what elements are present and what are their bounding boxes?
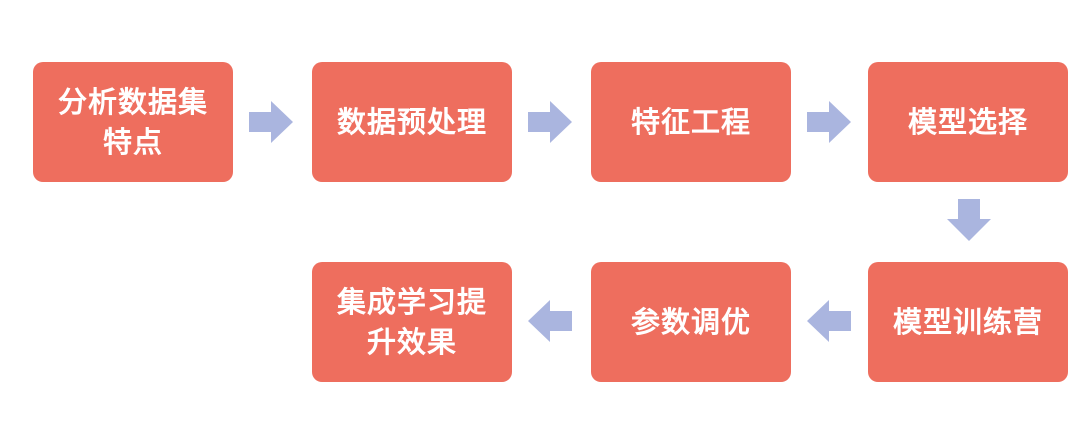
arrow-right-icon	[528, 101, 572, 143]
step-feature-engineering: 特征工程	[591, 62, 791, 182]
step-label: 模型训练营	[892, 305, 1043, 339]
step-label: 集成学习提 升效果	[336, 285, 487, 359]
arrow-left-icon	[528, 300, 572, 342]
step-model-training: 模型训练营	[868, 262, 1068, 382]
step-ensemble-learning: 集成学习提 升效果	[312, 262, 512, 382]
step-analyze-dataset: 分析数据集 特点	[33, 62, 233, 182]
step-label: 特征工程	[630, 105, 751, 139]
step-model-selection: 模型选择	[868, 62, 1068, 182]
arrow-down-icon	[947, 199, 991, 241]
step-data-preprocessing: 数据预处理	[312, 62, 512, 182]
step-parameter-tuning: 参数调优	[591, 262, 791, 382]
step-label: 数据预处理	[336, 105, 487, 139]
arrow-left-icon	[807, 300, 851, 342]
arrow-right-icon	[249, 101, 293, 143]
step-label: 模型选择	[907, 105, 1028, 139]
step-label: 分析数据集 特点	[57, 85, 208, 159]
step-label: 参数调优	[630, 305, 751, 339]
arrow-right-icon	[807, 101, 851, 143]
